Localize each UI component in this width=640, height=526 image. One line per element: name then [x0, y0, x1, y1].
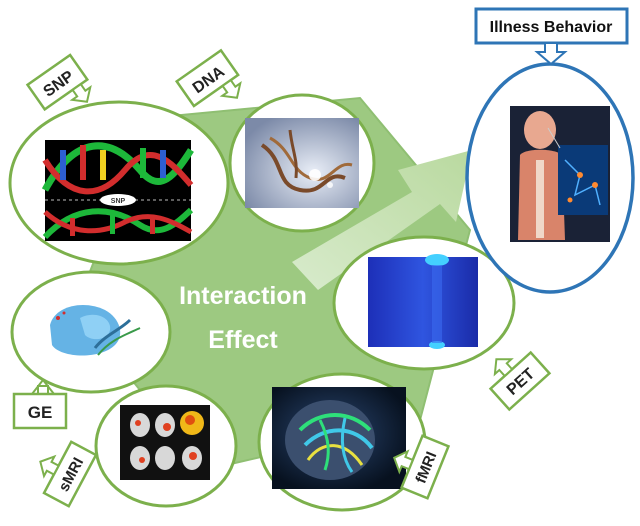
- ge-label-callout: GE: [12, 378, 68, 430]
- pet-image: [368, 254, 478, 349]
- illness-behavior-callout-arrow: [534, 42, 568, 66]
- pet-node: [332, 235, 516, 371]
- smri-label-callout: sMRI: [39, 440, 98, 508]
- illness-behavior-node: [465, 62, 635, 294]
- dna-node: [228, 93, 376, 233]
- smri-node: [94, 384, 238, 508]
- fmri-node: [257, 372, 427, 512]
- ge-node: [10, 270, 172, 394]
- snp-image-caption: SNP: [111, 198, 126, 205]
- ge-image: [50, 305, 141, 356]
- fmri-label-callout: fMRI: [392, 434, 451, 500]
- center-text-line1: Interaction: [179, 282, 307, 310]
- ge-label: GE: [28, 403, 53, 422]
- illness-behavior-image: [510, 106, 610, 242]
- illness-behavior-label-box: Illness Behavior: [474, 7, 629, 66]
- smri-image: [120, 405, 210, 480]
- snp-image: SNP: [41, 140, 194, 241]
- snp-label-callout: SNP: [25, 53, 92, 112]
- fmri-image: [272, 387, 406, 489]
- dna-image: [245, 118, 359, 208]
- snp-node: SNP: [8, 100, 230, 266]
- illness-behavior-label: Illness Behavior: [490, 19, 613, 36]
- center-text-line2: Effect: [208, 326, 278, 354]
- outcome-arrow: [292, 150, 472, 290]
